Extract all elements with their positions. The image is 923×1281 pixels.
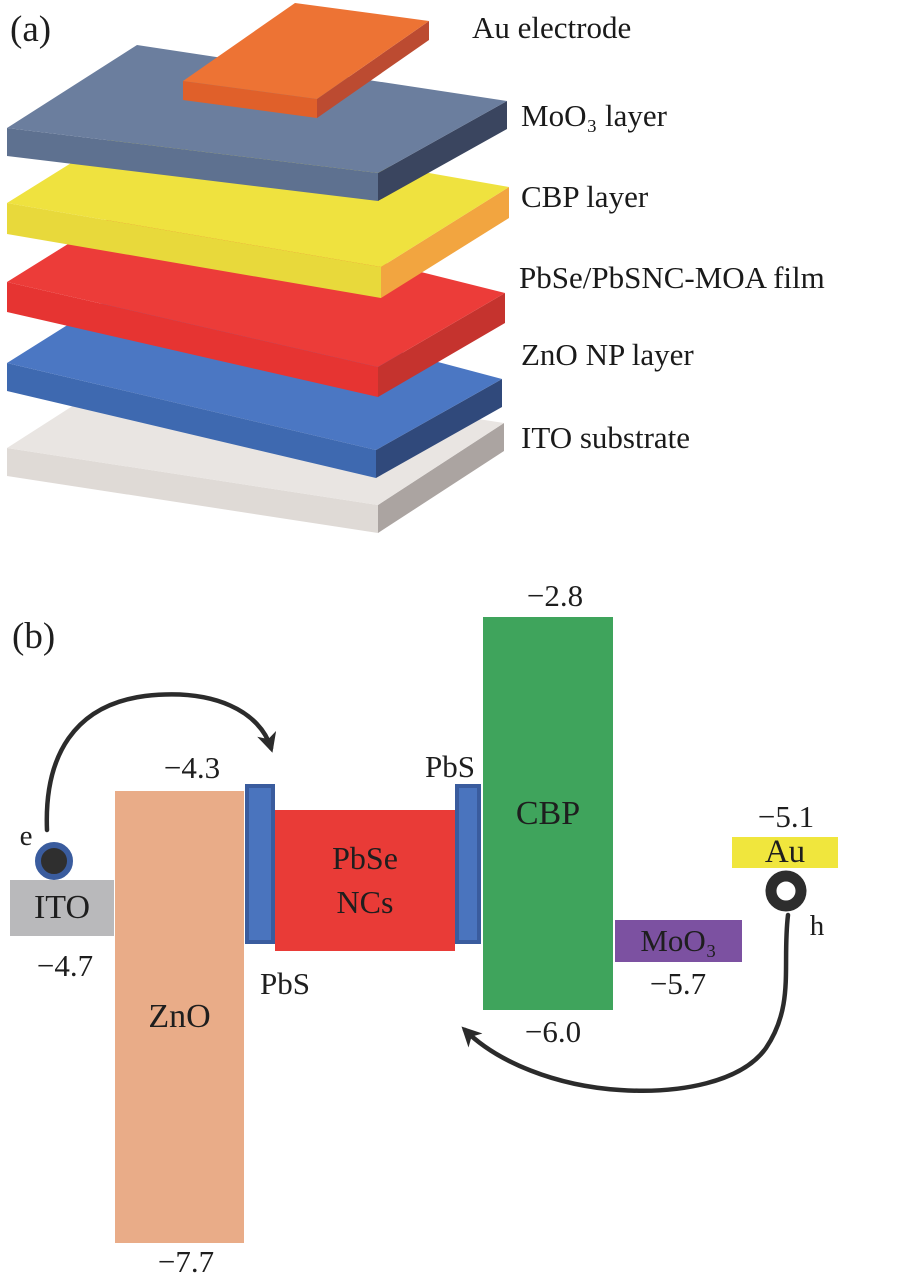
slab-front-pbse_film xyxy=(7,282,378,397)
hole-icon xyxy=(765,870,807,912)
label-zno-layer: ZnO NP layer xyxy=(521,337,694,372)
slab-front-moo3 xyxy=(7,128,378,201)
band-ito: ITO xyxy=(10,880,114,936)
label-pbs-left: PbS xyxy=(260,966,310,1001)
slab-front-au_electrode xyxy=(183,81,317,118)
label-au-electrode: Au electrode xyxy=(472,10,632,45)
energy-zno-top: −4.3 xyxy=(163,750,221,785)
band-ito-label: ITO xyxy=(33,889,91,926)
energy-cbp-bottom: −6.0 xyxy=(524,1014,582,1049)
band-cbp: CBP xyxy=(483,617,613,1010)
band-pbs-left xyxy=(245,784,275,944)
energy-moo3: −5.7 xyxy=(649,966,707,1001)
band-au: Au xyxy=(732,834,838,870)
energy-zno-bottom: −7.7 xyxy=(157,1244,215,1279)
slab-front-zno xyxy=(7,363,376,478)
band-moo3-label: MoO₃ xyxy=(640,923,717,958)
slab-front-ito xyxy=(7,448,378,533)
layer-stack-drawing xyxy=(7,3,509,533)
band-zno: ZnO xyxy=(115,791,244,1243)
band-cbp-label: CBP xyxy=(515,794,581,832)
energy-cbp-top: −2.8 xyxy=(526,578,584,613)
label-pbs-right: PbS xyxy=(425,749,475,784)
band-au-label: Au xyxy=(764,834,806,870)
slab-front-cbp xyxy=(7,203,381,298)
label-pbse-film: PbSe/PbSNC-MOA film xyxy=(519,260,825,295)
panel-b-tag: (b) xyxy=(12,616,56,657)
hole-label: h xyxy=(809,910,825,942)
band-pbs-right xyxy=(455,784,481,944)
electron-label: e xyxy=(19,820,33,852)
slab-side-pbse_film xyxy=(378,293,505,397)
label-moo3-layer: MoO₃ layer xyxy=(521,98,667,133)
slab-top-au_electrode xyxy=(183,3,429,99)
label-ito-substrate: ITO substrate xyxy=(521,420,691,455)
band-moo3: MoO₃ xyxy=(615,920,742,962)
panel-a-tag: (a) xyxy=(10,9,52,50)
slab-side-ito xyxy=(378,423,504,533)
energy-ito: −4.7 xyxy=(36,948,94,983)
slab-side-zno xyxy=(376,379,502,478)
band-zno-label: ZnO xyxy=(148,998,211,1035)
energy-au: −5.1 xyxy=(757,799,815,834)
label-cbp-layer: CBP layer xyxy=(521,179,649,214)
slab-side-moo3 xyxy=(378,101,507,201)
slab-side-au_electrode xyxy=(317,21,429,118)
slab-side-cbp xyxy=(381,187,509,298)
